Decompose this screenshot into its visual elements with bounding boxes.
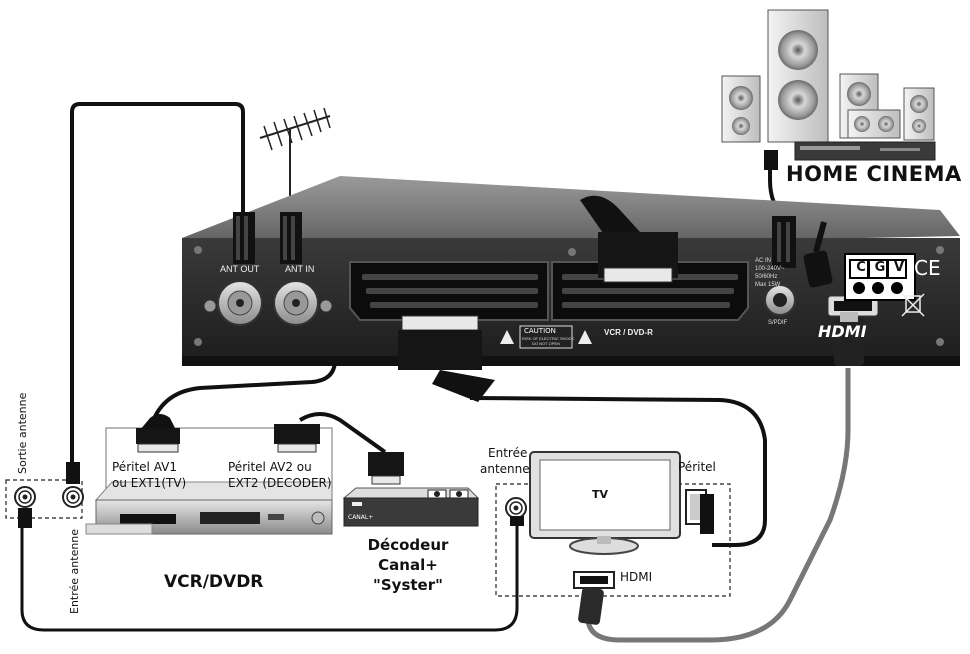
tv-entree-line1: Entrée bbox=[488, 446, 528, 460]
certification-logos bbox=[844, 253, 925, 317]
canal-plus-small: CANAL+ bbox=[348, 514, 374, 521]
ac-in-line1: AC IN bbox=[755, 258, 772, 264]
spdif-port[interactable] bbox=[764, 284, 796, 316]
cert-letter-g: G bbox=[874, 260, 886, 275]
decodeur-line1: Décodeur bbox=[367, 536, 449, 554]
caution-label bbox=[500, 325, 592, 349]
home-cinema-speakers bbox=[721, 9, 936, 170]
caution-text: CAUTION bbox=[524, 327, 556, 335]
ant-in-connector[interactable] bbox=[273, 212, 333, 326]
caution-sub1: RISK OF ELECTRIC SHOCK bbox=[522, 336, 575, 341]
ant-in-label: ANT IN bbox=[285, 264, 315, 274]
cable-scart-vcr-to-tv bbox=[469, 396, 767, 547]
tv-scart-port bbox=[685, 489, 714, 534]
tv-hdmi-label: HDMI bbox=[620, 570, 653, 584]
tv-antenna-icon bbox=[259, 107, 331, 214]
vcr-dvdr-title: VCR/DVDR bbox=[164, 572, 264, 592]
ac-in-line3: 50/60Hz bbox=[755, 274, 778, 280]
cable-hdmi bbox=[585, 368, 851, 643]
cable-antenna-vcr-to-tv bbox=[20, 515, 519, 632]
scart-port-tv[interactable] bbox=[349, 261, 549, 321]
hdmi-plug-receiver bbox=[834, 312, 864, 366]
ac-in-line2: 100-240V~ bbox=[755, 266, 785, 272]
vcr-dvdr-port-label: VCR / DVD-R bbox=[604, 328, 653, 337]
peritel-av1-line2: ou EXT1(TV) bbox=[112, 476, 187, 490]
scart-plug-bottom bbox=[398, 315, 495, 402]
spdif-label: S/PDIF bbox=[768, 320, 788, 326]
scart-plug-av1 bbox=[136, 414, 180, 453]
tv-entree-line2: antenne bbox=[480, 462, 530, 476]
scart-plug-top bbox=[580, 195, 678, 283]
ce-mark: CE bbox=[914, 256, 941, 280]
hdmi-logo: HDMI bbox=[818, 322, 867, 341]
peritel-av2-line1: Péritel AV2 ou bbox=[228, 460, 312, 474]
antenna-sockets-panel bbox=[5, 462, 84, 528]
weee-bin-icon bbox=[901, 293, 925, 317]
tv-peritel-label: Péritel bbox=[678, 460, 716, 474]
peritel-av1-line1: Péritel AV1 bbox=[112, 460, 177, 474]
peritel-av2-line2: EXT2 (DECODER) bbox=[228, 476, 332, 490]
ant-out-connector[interactable] bbox=[203, 212, 263, 326]
caution-sub2: DO NOT OPEN bbox=[532, 341, 560, 346]
sortie-antenne-label: Sortie antenne bbox=[16, 392, 29, 474]
cert-letter-c: C bbox=[856, 260, 866, 275]
home-cinema-title: HOME CINEMA bbox=[786, 162, 962, 186]
tv-screen-label: TV bbox=[592, 488, 609, 501]
spdif-plug bbox=[772, 216, 796, 268]
tv-panel bbox=[495, 483, 731, 597]
tv-icon bbox=[529, 451, 681, 555]
decoder-device bbox=[342, 452, 480, 527]
ant-out-label: ANT OUT bbox=[220, 264, 260, 274]
cable-antenna-out-to-vcr bbox=[70, 102, 245, 470]
power-cable-icon bbox=[803, 221, 833, 288]
decodeur-line3: "Syster" bbox=[373, 576, 443, 594]
entree-antenne-vertical-label: Entrée antenne bbox=[68, 528, 81, 614]
cert-letter-v: V bbox=[893, 260, 905, 275]
decodeur-line2: Canal+ bbox=[378, 556, 438, 574]
cable-scart-av2-to-decoder bbox=[298, 412, 387, 454]
ac-in-line4: Max 15W bbox=[755, 282, 781, 288]
tv-hdmi-port bbox=[573, 571, 615, 625]
scart-plug-av2 bbox=[274, 424, 320, 453]
